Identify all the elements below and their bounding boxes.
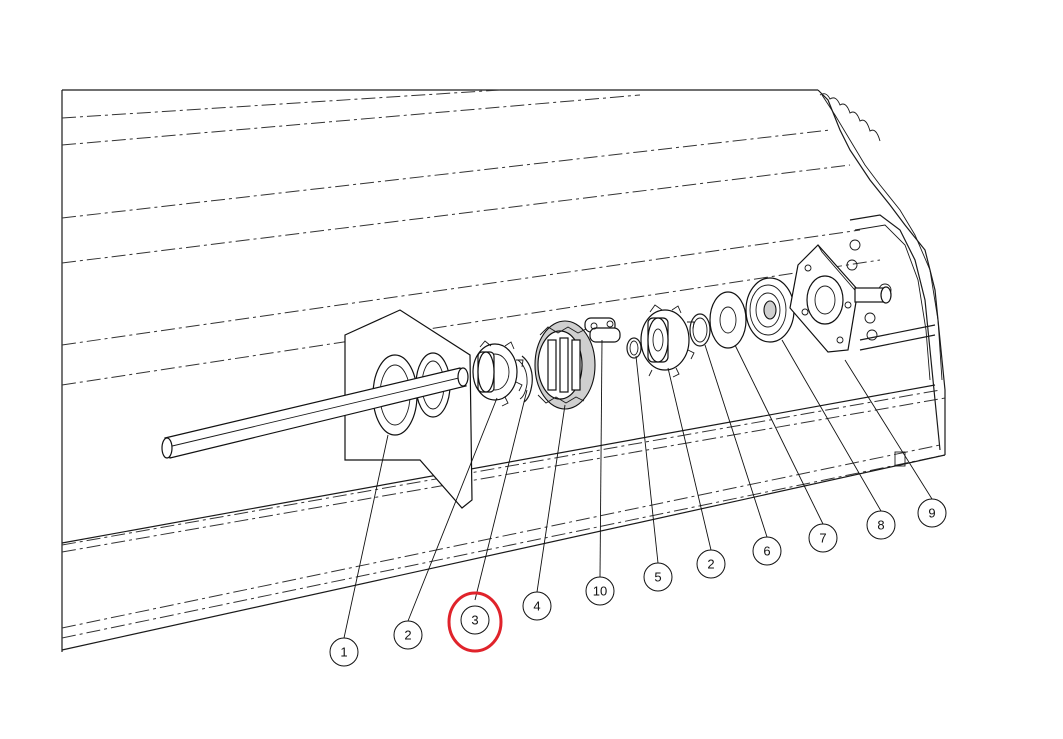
callout-label: 7: [819, 531, 826, 546]
callout-label: 3: [471, 613, 478, 628]
small-sprocket-part-2-left: [472, 340, 524, 407]
callout-2-right: 2: [696, 549, 726, 579]
callout-6: 6: [752, 536, 782, 566]
shaft-part-1: [161, 367, 469, 459]
highlight-ring: [447, 591, 503, 653]
callout-label: 6: [763, 544, 770, 559]
callout-1: 1: [329, 637, 359, 667]
callout-label: 2: [404, 628, 411, 643]
retaining-clip-part-3: [517, 355, 533, 403]
leader-lines: [343, 339, 933, 639]
snap-ring-part-6: [689, 313, 711, 347]
callout-label: 5: [654, 570, 661, 585]
connecting-link-part-10: [584, 317, 621, 343]
bearing-part-8: [745, 277, 795, 343]
coupling-chain-part-4: [534, 320, 596, 410]
callout-9: 9: [917, 498, 947, 528]
callout-3: 3: [460, 605, 490, 635]
conveyor-frame: [61, 89, 946, 652]
callout-7: 7: [808, 523, 838, 553]
callout-label: 2: [707, 557, 714, 572]
callout-2-left: 2: [393, 620, 423, 650]
callout-label: 9: [928, 506, 935, 521]
callout-8: 8: [866, 510, 896, 540]
callout-5: 5: [643, 562, 673, 592]
washer-part-7: [709, 291, 747, 349]
callout-label: 1: [340, 645, 347, 660]
flange-housing-part-9: [789, 244, 892, 353]
callout-10: 10: [585, 576, 615, 606]
callout-label: 4: [533, 599, 540, 614]
small-ring-part-5: [626, 337, 642, 359]
callout-label: 8: [877, 518, 884, 533]
sprocket-part-2-right: [640, 304, 695, 378]
callout-4: 4: [522, 591, 552, 621]
callout-label: 10: [593, 584, 607, 599]
